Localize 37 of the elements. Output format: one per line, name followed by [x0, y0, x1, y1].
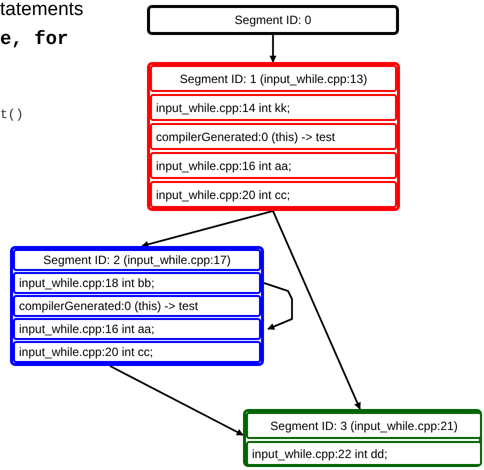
segment-row — [13, 272, 261, 294]
segment-row — [13, 249, 261, 271]
segment-box — [243, 409, 482, 467]
segment-row — [150, 65, 397, 92]
code-text: e, for — [0, 30, 68, 49]
segment-row — [150, 123, 397, 150]
arrow — [264, 282, 293, 330]
row-text: Segment ID: 1 (input_while.cpp:13) — [180, 72, 368, 84]
row-text: input_while.cpp:20 int cc; — [19, 346, 154, 358]
segment-row — [246, 412, 482, 439]
code-text: tatements — [0, 0, 84, 19]
arrow — [272, 210, 361, 410]
row-text: compilerGenerated:0 (this) -> test — [19, 300, 198, 312]
row-text: compilerGenerated:0 (this) -> test — [156, 130, 336, 142]
segment-box — [147, 62, 400, 211]
arrow — [110, 365, 244, 436]
row-text: input_while.cpp:20 int cc; — [156, 188, 290, 200]
row-text: Segment ID: 3 (input_while.cpp:21) — [270, 420, 458, 432]
arrow — [270, 35, 276, 63]
segment-row — [150, 181, 397, 208]
segment-box — [147, 5, 399, 35]
row-text: input_while.cpp:16 int aa; — [156, 160, 292, 172]
code-text: t() — [0, 108, 24, 121]
row-text: input_while.cpp:14 int kk; — [156, 102, 290, 114]
row-text: input_while.cpp:22 int dd; — [252, 448, 388, 460]
row-text: Segment ID: 0 — [234, 14, 312, 26]
arrow — [141, 210, 274, 248]
segment-row — [13, 318, 261, 340]
segment-row — [246, 441, 482, 466]
segment-row — [150, 94, 397, 121]
segment-box — [10, 246, 264, 366]
row-text: input_while.cpp:18 int bb; — [19, 277, 154, 289]
row-text: Segment ID: 2 (input_while.cpp:17) — [43, 254, 231, 266]
row-text: input_while.cpp:16 int aa; — [19, 323, 154, 335]
segment-row — [13, 295, 261, 317]
segment-row — [150, 152, 397, 179]
segment-row — [13, 341, 261, 363]
